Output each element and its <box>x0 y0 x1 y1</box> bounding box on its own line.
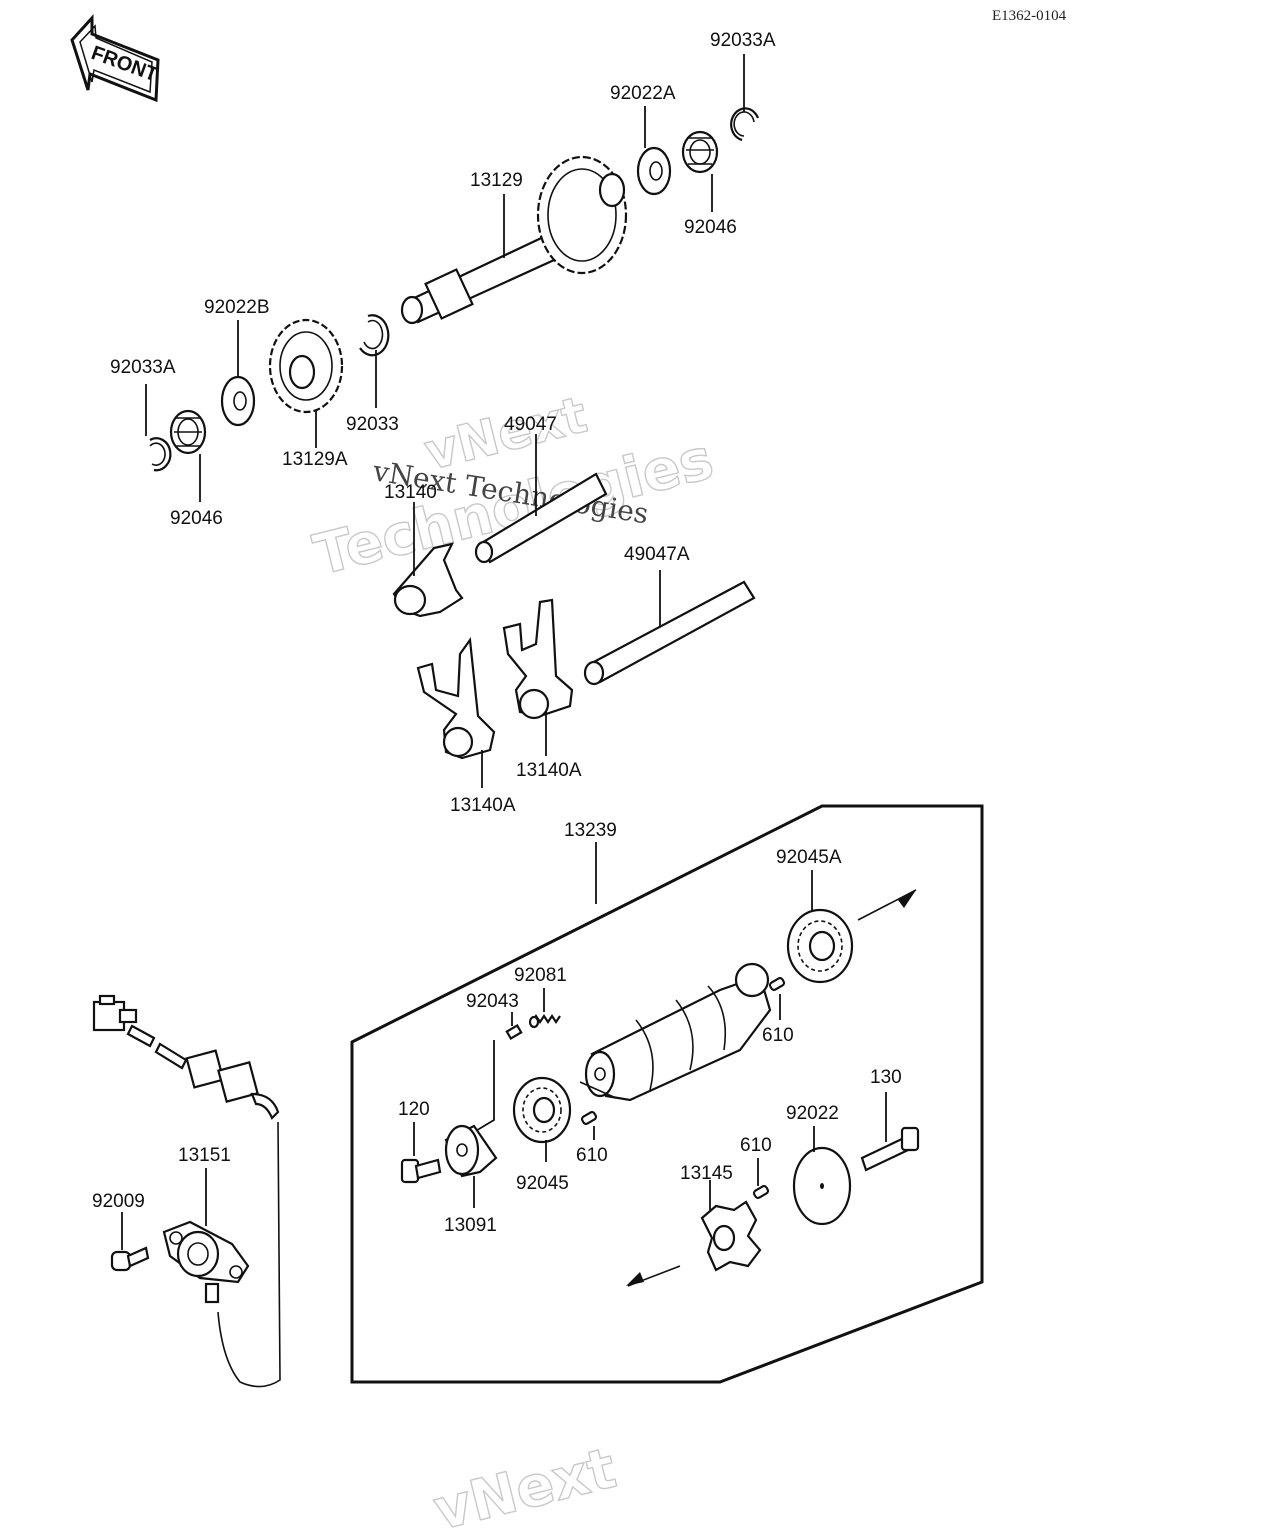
callout-92045: 92045 <box>516 1173 569 1194</box>
circlip-92033 <box>359 314 390 357</box>
callout-13145: 13145 <box>680 1163 733 1184</box>
callout-13140: 13140 <box>384 482 437 503</box>
callout-13140A-left: 13140A <box>450 795 516 816</box>
callout-92022A: 92022A <box>610 83 676 104</box>
callout-92081: 92081 <box>514 965 567 986</box>
shift-rod-49047A <box>583 580 756 686</box>
callout-120: 120 <box>398 1099 430 1120</box>
callout-92033: 92033 <box>346 414 399 435</box>
callout-610-mid: 610 <box>576 1145 608 1166</box>
assembly-box-13239 <box>350 804 984 1384</box>
screw-92009 <box>110 1246 150 1272</box>
ball-bearing-92045 <box>512 1076 572 1144</box>
callout-610-low: 610 <box>740 1135 772 1156</box>
shift-drum <box>584 962 772 1102</box>
front-arrow-icon: FRONT <box>70 14 161 103</box>
spring-92081 <box>528 1014 561 1029</box>
washer-92022B <box>220 375 256 427</box>
pin-610-mid <box>580 1111 598 1125</box>
gear-13129 <box>536 155 628 275</box>
washer-92022A <box>636 146 672 196</box>
callout-13151: 13151 <box>178 1145 231 1166</box>
gear-13129A <box>268 318 344 414</box>
callout-92043: 92043 <box>466 991 519 1012</box>
star-plate-13145 <box>700 1200 762 1272</box>
callout-92033A-top: 92033A <box>710 30 776 51</box>
callout-13140A-right: 13140A <box>516 760 582 781</box>
ball-bearing-92045A <box>786 908 854 984</box>
callout-92009: 92009 <box>92 1191 145 1212</box>
callout-92045A: 92045A <box>776 847 842 868</box>
callout-92046-top: 92046 <box>684 217 737 238</box>
pin-92043 <box>505 1024 523 1040</box>
shift-fork-13140A-right <box>502 598 574 720</box>
bolt-120 <box>400 1158 442 1184</box>
callout-92022: 92022 <box>786 1103 839 1124</box>
pin-610-top <box>768 977 786 991</box>
wiring-connector <box>92 994 281 1388</box>
watermark-bottom: vNext <box>428 1436 623 1536</box>
callout-49047A: 49047A <box>624 544 690 565</box>
cam-13091 <box>444 1124 498 1178</box>
callout-13129A: 13129A <box>282 449 348 470</box>
callout-13239: 13239 <box>564 820 617 841</box>
callout-92022B: 92022B <box>204 297 270 318</box>
needle-bearing-92046-top <box>681 130 719 174</box>
bolt-130 <box>860 1126 920 1172</box>
circlip-92033A-top <box>730 107 760 142</box>
washer-92022 <box>792 1146 852 1226</box>
callout-610-top: 610 <box>762 1025 794 1046</box>
document-id: E1362-0104 <box>992 8 1067 24</box>
callout-130: 130 <box>870 1067 902 1088</box>
callout-13129: 13129 <box>470 170 523 191</box>
axis-arrow-upper <box>857 889 917 921</box>
circlip-92033A-left <box>149 437 172 472</box>
axis-line-drum <box>579 1081 617 1099</box>
shift-fork-13140A-left <box>416 637 496 760</box>
shift-fork-13140 <box>392 542 464 618</box>
pin-610-low <box>752 1185 770 1199</box>
shaft-13129 <box>400 155 628 325</box>
callout-92033A-left: 92033A <box>110 357 176 378</box>
neutral-switch-13151 <box>162 1220 250 1304</box>
callout-92046-left: 92046 <box>170 508 223 529</box>
shift-rod-49047 <box>474 472 608 564</box>
callout-49047: 49047 <box>504 414 557 435</box>
needle-bearing-92046-left <box>169 409 207 455</box>
callout-13091: 13091 <box>444 1215 497 1236</box>
